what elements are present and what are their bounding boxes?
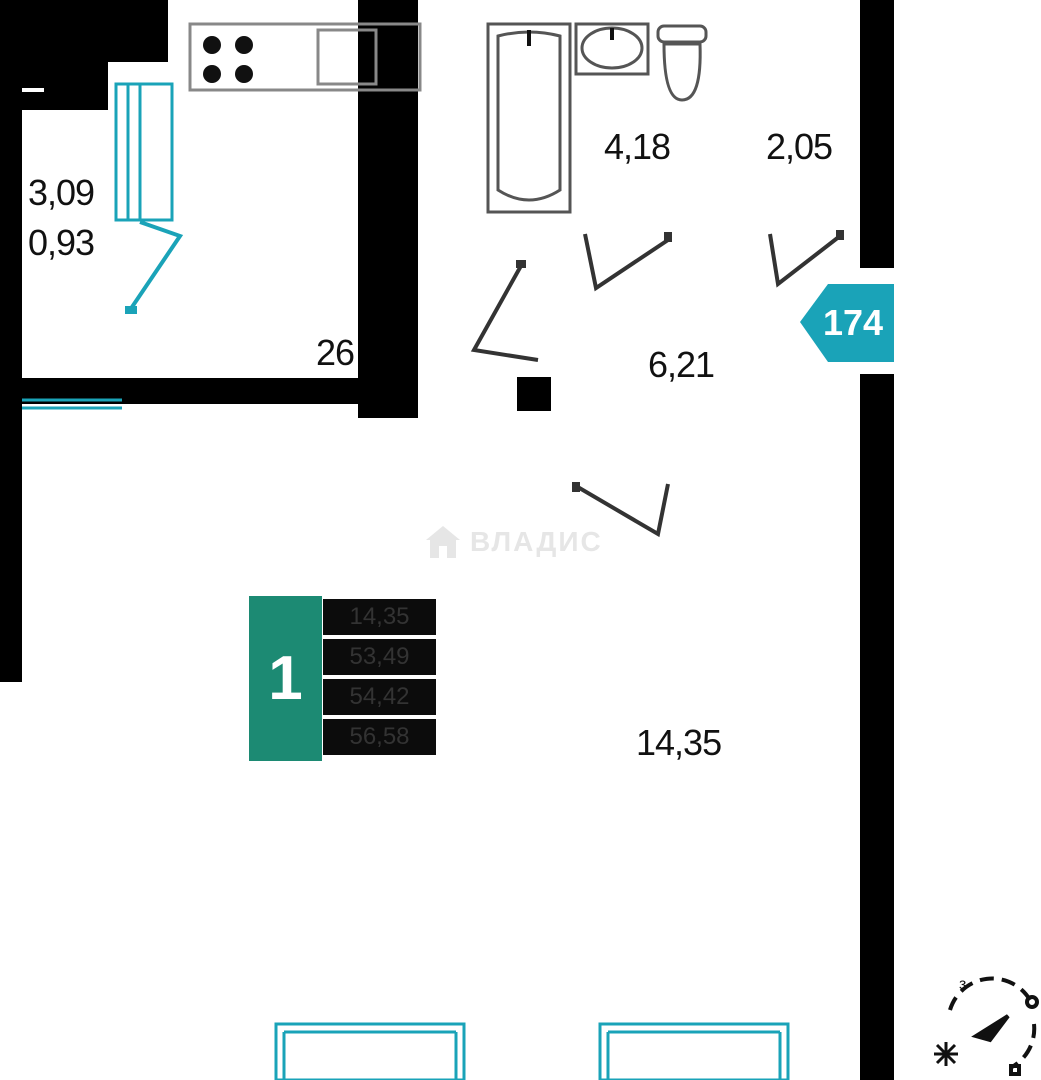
wall-right-lower — [860, 374, 894, 1080]
compass-west-label: з — [959, 976, 967, 993]
watermark: ВЛАДИС — [424, 522, 624, 562]
hall-area-label: 6,21 — [648, 344, 715, 385]
wall-top-left — [0, 0, 168, 62]
toilet — [656, 24, 708, 102]
kitchen-door — [470, 263, 539, 362]
wall-left-outer — [0, 110, 22, 682]
toilet-door — [768, 233, 842, 288]
wall-kitchen-right — [358, 0, 418, 418]
area-cell-total: 53,49 — [323, 639, 436, 675]
balcony-window — [22, 82, 174, 410]
kitchen-counter — [188, 22, 422, 92]
bathtub — [486, 22, 572, 214]
kitchen-area-label: 26 — [316, 332, 355, 373]
balcony-area-label: 3,09 — [28, 172, 95, 213]
wall-right-upper — [860, 0, 894, 268]
area-cell-living: 14,35 — [323, 599, 436, 635]
unit-badge-shape — [800, 284, 894, 362]
area-cell-full: 56,58 — [323, 719, 436, 755]
compass-icon — [934, 976, 1039, 1076]
balcony-area-reduced-label: 0,93 — [28, 222, 95, 263]
living-windows — [274, 1022, 790, 1080]
unit-number: 174 — [822, 302, 884, 343]
living-area-label: 14,35 — [636, 722, 722, 763]
house-icon — [426, 526, 460, 558]
wall-left-upper — [0, 62, 108, 110]
living-door — [574, 483, 670, 538]
sink — [574, 22, 650, 76]
area-cell-total-balcony: 54,42 — [323, 679, 436, 715]
bathroom-door — [583, 233, 670, 292]
balcony-door — [128, 220, 184, 312]
rooms-count-badge: 1 — [249, 596, 322, 761]
column — [517, 377, 551, 411]
watermark-text: ВЛАДИС — [470, 526, 603, 557]
bathroom-area-label: 4,18 — [604, 126, 671, 167]
toilet-area-label: 2,05 — [766, 126, 833, 167]
stove-burners — [203, 36, 253, 83]
